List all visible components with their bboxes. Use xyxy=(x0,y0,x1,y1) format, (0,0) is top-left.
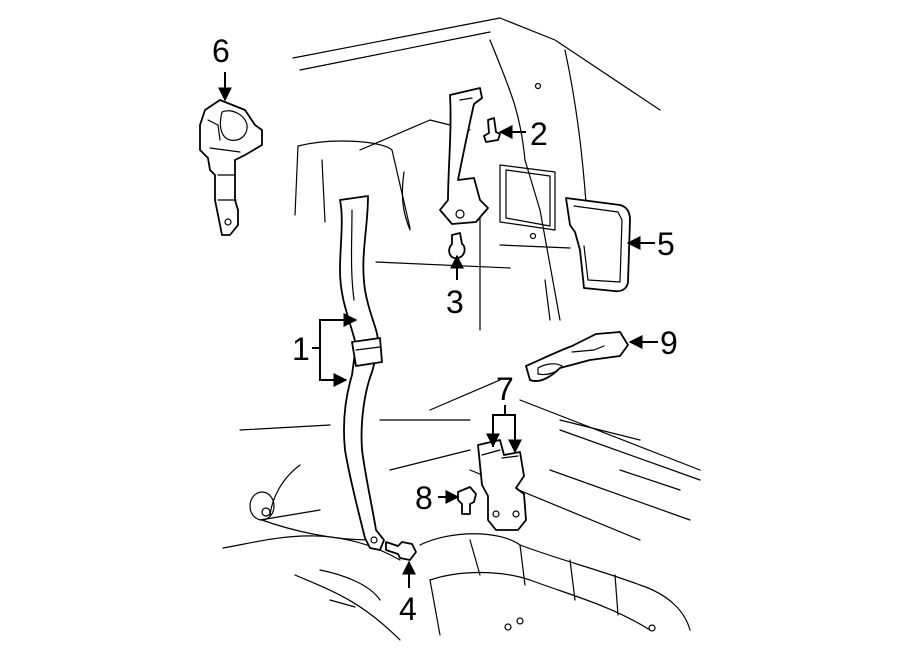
bolt-part-8 xyxy=(457,486,477,515)
leader-1b xyxy=(319,348,348,387)
bolt-part-4 xyxy=(385,541,417,561)
upper-belt-guide xyxy=(439,87,489,225)
bolt-part-2 xyxy=(483,117,501,143)
callout-labels: 6 2 3 5 9 7 8 4 1 xyxy=(212,33,678,627)
callout-5: 5 xyxy=(657,226,675,262)
buckle-tongue-part xyxy=(525,331,629,382)
callout-leaders xyxy=(218,72,658,588)
callout-4: 4 xyxy=(399,591,417,627)
callout-1: 1 xyxy=(292,331,310,367)
retractor-part xyxy=(199,99,263,236)
belt-assembly-part xyxy=(339,195,385,551)
callout-2: 2 xyxy=(530,116,548,152)
bolt-part-3 xyxy=(448,232,466,260)
trim-cover-part xyxy=(565,197,631,293)
callout-8: 8 xyxy=(415,480,433,516)
callout-7: 7 xyxy=(496,371,514,407)
callout-6: 6 xyxy=(212,33,230,69)
leader-1a xyxy=(319,313,358,348)
callout-3: 3 xyxy=(446,284,464,320)
callout-9: 9 xyxy=(660,325,678,361)
buckle-assembly-part xyxy=(477,439,527,531)
